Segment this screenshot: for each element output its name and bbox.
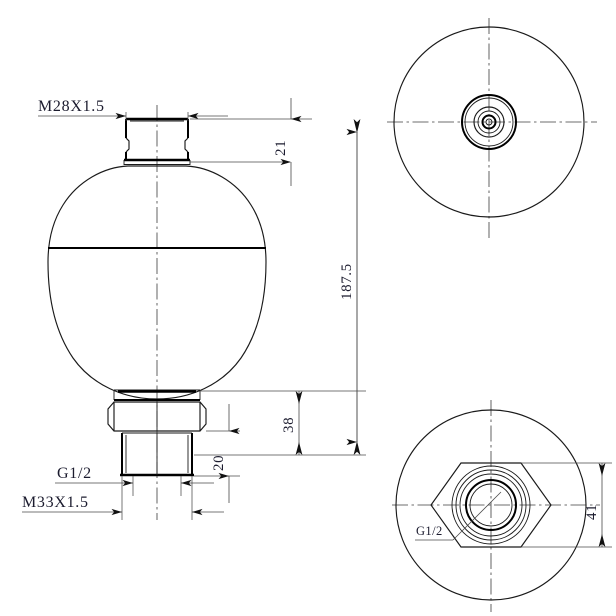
label-g12-bottom: G1/2 — [416, 524, 443, 538]
label-m33x1.5: M33X1.5 — [22, 494, 89, 511]
label-g12-front: G1/2 — [57, 465, 92, 482]
label-41: 41 — [584, 504, 600, 520]
leader-g12-bottom: G1/2 — [415, 491, 502, 541]
lower-port-assembly — [107, 389, 207, 477]
top-view-thread-root-circle — [477, 110, 501, 134]
top-view-thread-circle — [473, 106, 505, 138]
front-section-view: M28X1.5 21 187.5 — [22, 98, 366, 520]
label-187.5: 187.5 — [339, 263, 355, 300]
dimension-g12-front: G1/2 — [55, 465, 214, 496]
label-m28x1.5: M28X1.5 — [38, 98, 105, 115]
bottom-view-port-bore-circle — [465, 479, 517, 531]
bottom-view-ring-1 — [451, 465, 531, 545]
dimension-187.5: 187.5 — [339, 119, 361, 455]
dimension-21: 21 — [190, 98, 312, 186]
bottom-view: G1/2 41 — [392, 400, 612, 612]
dimension-m28x1.5: M28X1.5 — [38, 98, 228, 121]
bottom-view-outer-circle — [395, 409, 587, 601]
top-view-valve-pin-circle — [485, 118, 493, 126]
top-view-outer-circle — [393, 26, 585, 218]
dimension-41: 41 — [521, 462, 612, 548]
dimension-20: 20 — [194, 404, 240, 503]
top-view-boss-inner-circle — [464, 97, 514, 147]
upper-neck-assembly — [123, 117, 191, 165]
bottom-view-ring-2 — [455, 469, 527, 541]
top-view — [387, 18, 597, 238]
dimension-m33x1.5: M33X1.5 — [22, 476, 224, 520]
vessel-shell — [47, 165, 267, 400]
bottom-view-port-root-circle — [469, 483, 513, 527]
label-38: 38 — [281, 417, 297, 433]
dimension-38: 38 — [194, 390, 366, 456]
label-20: 20 — [211, 455, 227, 471]
label-21: 21 — [273, 140, 289, 156]
top-view-valve-bore-circle — [481, 114, 497, 130]
hex-nut — [107, 401, 207, 432]
bottom-view-ring-3 — [459, 473, 523, 537]
top-view-boss-circle — [461, 94, 517, 150]
threaded-port-stub — [120, 432, 194, 477]
